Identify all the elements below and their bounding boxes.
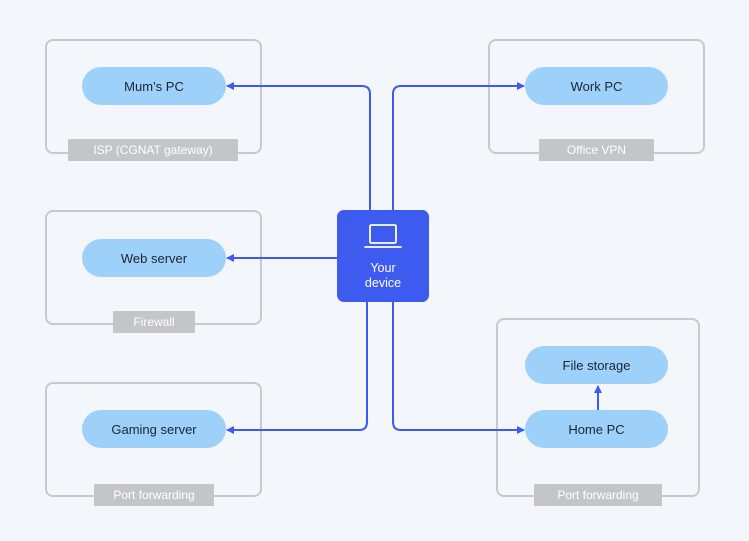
group-label-gaming: Port forwarding [94, 484, 214, 506]
device-label: Your device [364, 261, 402, 290]
edge-to-gaming-server [226, 302, 368, 434]
your-device-node: Your device [337, 210, 429, 302]
node-gaming-server: Gaming server [82, 410, 226, 448]
node-mums-pc: Mum’s PC [82, 67, 226, 105]
laptop-icon [363, 222, 403, 257]
group-label-isp: ISP (CGNAT gateway) [68, 139, 238, 161]
edge-to-home-pc [392, 302, 525, 434]
node-work-pc: Work PC [525, 67, 668, 105]
node-web-server: Web server [82, 239, 226, 277]
node-file-storage: File storage [525, 346, 668, 384]
node-home-pc: Home PC [525, 410, 668, 448]
group-label-office-vpn: Office VPN [539, 139, 654, 161]
group-label-firewall: Firewall [113, 311, 195, 333]
group-label-home: Port forwarding [534, 484, 662, 506]
edge-to-mums-pc [226, 82, 371, 210]
edge-to-work-pc [392, 82, 525, 210]
